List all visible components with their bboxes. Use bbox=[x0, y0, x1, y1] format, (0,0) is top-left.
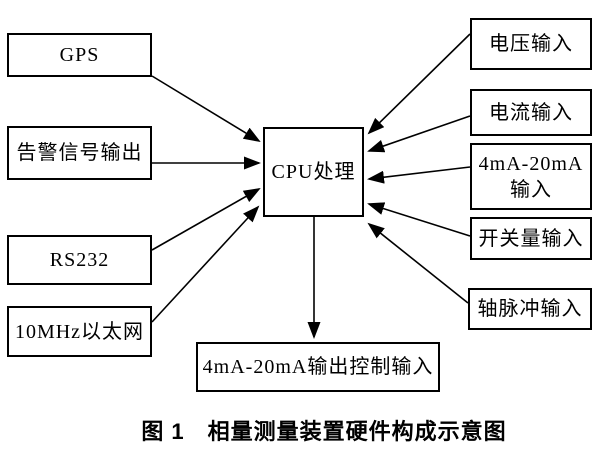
arrow-gps-to-cpu bbox=[151, 75, 261, 143]
node-10mhz-ethernet: 10MHz以太网 bbox=[7, 306, 152, 357]
arrow-ma-input-to-cpu bbox=[367, 166, 471, 184]
node-switch-quantity-input: 开关量输入 bbox=[470, 217, 592, 260]
node-voltage-input: 电压输入 bbox=[470, 18, 592, 70]
arrow-rs232-to-cpu bbox=[151, 188, 261, 251]
node-rs232: RS232 bbox=[7, 235, 152, 285]
node-gps: GPS bbox=[7, 33, 152, 77]
node-shaft-pulse-input: 轴脉冲输入 bbox=[468, 288, 592, 330]
node-4ma-20ma-output-control-input: 4mA-20mA输出控制输入 bbox=[196, 342, 440, 392]
node-cpu-processing: CPU处理 bbox=[263, 127, 364, 217]
arrow-switch-to-cpu bbox=[367, 202, 471, 237]
arrow-current-to-cpu bbox=[367, 115, 471, 153]
node-current-input: 电流输入 bbox=[470, 89, 592, 136]
arrow-ethernet-to-cpu bbox=[151, 205, 260, 323]
node-alarm-signal-output: 告警信号输出 bbox=[7, 126, 152, 180]
node-4ma-20ma-input: 4mA-20mA 输入 bbox=[470, 143, 592, 210]
arrow-shaft-pulse-to-cpu bbox=[367, 222, 469, 304]
arrow-voltage-to-cpu bbox=[367, 33, 471, 135]
figure-caption: 图 1 相量测量装置硬件构成示意图 bbox=[141, 419, 507, 444]
